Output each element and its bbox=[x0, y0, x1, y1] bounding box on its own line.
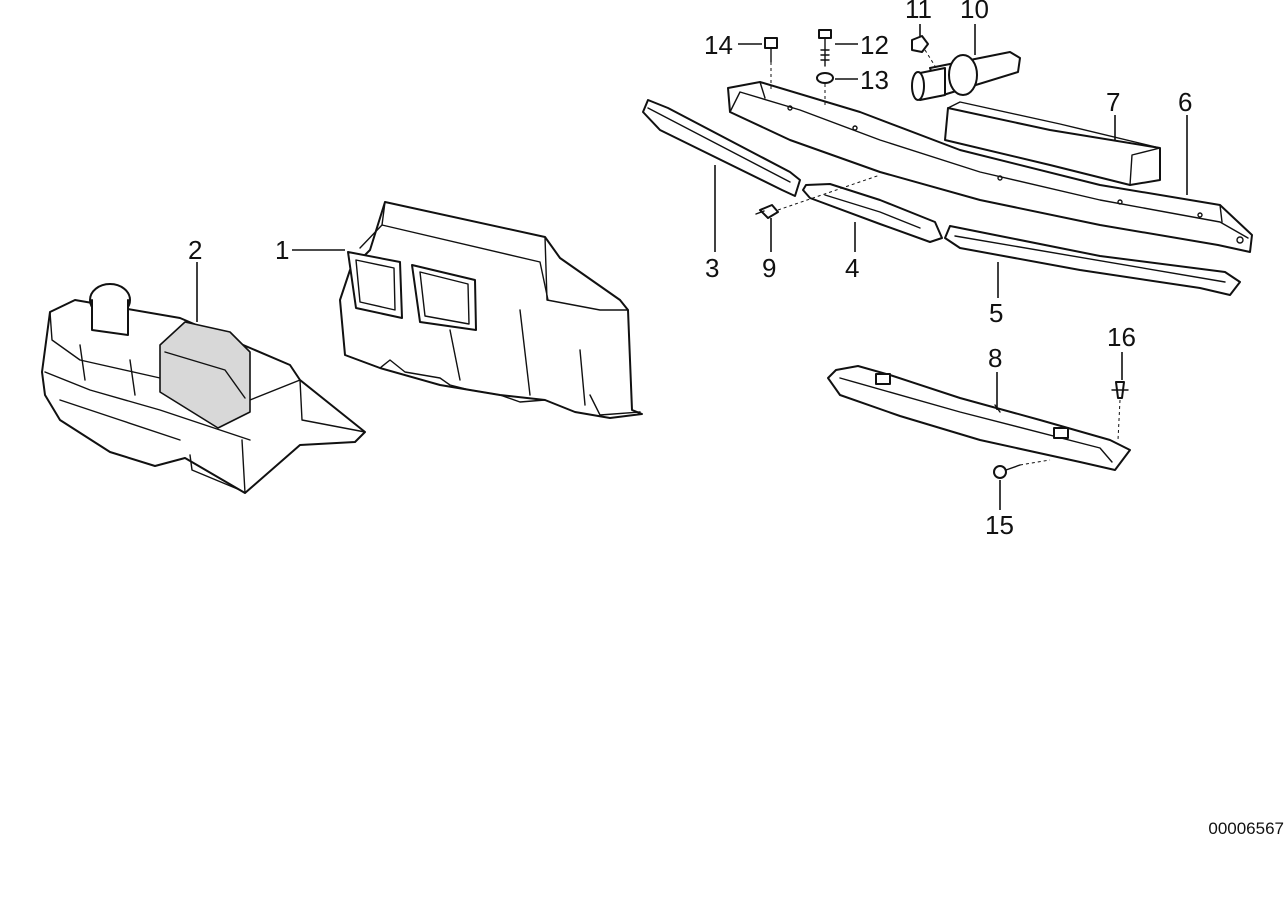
assembly-line bbox=[924, 49, 936, 67]
part-15-screw-icon bbox=[993, 464, 1021, 479]
callout-12: 12 bbox=[860, 30, 889, 60]
assembly-line bbox=[1019, 459, 1051, 466]
part-8-lower-apron bbox=[827, 365, 1131, 471]
part-5-trim-strip bbox=[944, 225, 1241, 296]
figure-id: 00006567 bbox=[1208, 819, 1284, 838]
callout-15: 15 bbox=[985, 510, 1014, 540]
callout-8: 8 bbox=[988, 343, 1002, 373]
callout-14: 14 bbox=[704, 30, 733, 60]
part-1-air-duct bbox=[339, 201, 643, 419]
part-13-washer-icon bbox=[816, 72, 834, 84]
part-16-clip-icon bbox=[1111, 381, 1129, 399]
callout-6: 6 bbox=[1178, 87, 1192, 117]
callout-13: 13 bbox=[860, 65, 889, 95]
callout-9: 9 bbox=[762, 253, 776, 283]
assembly-line bbox=[1117, 399, 1121, 441]
part-14-screw-icon bbox=[764, 37, 778, 63]
callout-5: 5 bbox=[989, 298, 1003, 328]
callout-4: 4 bbox=[845, 253, 859, 283]
callout-16: 16 bbox=[1107, 322, 1136, 352]
callout-10: 10 bbox=[960, 0, 989, 24]
callout-1: 1 bbox=[275, 235, 289, 265]
part-7-absorber-bracket bbox=[944, 101, 1161, 186]
callout-11: 11 bbox=[905, 0, 932, 24]
callout-7: 7 bbox=[1106, 87, 1120, 117]
part-2-air-intake-grille bbox=[41, 283, 366, 494]
part-3-trim-strip bbox=[642, 99, 801, 197]
part-6-bumper-carrier bbox=[727, 81, 1253, 253]
part-11-nut bbox=[911, 35, 929, 53]
part-4-center-trim bbox=[802, 183, 943, 243]
part-10-impact-absorber bbox=[911, 51, 1021, 101]
callout-3: 3 bbox=[705, 253, 719, 283]
part-12-bolt-icon bbox=[818, 29, 832, 67]
part-9-clip-icon bbox=[755, 204, 779, 219]
callout-2: 2 bbox=[188, 235, 202, 265]
leader-lines bbox=[196, 24, 1188, 510]
